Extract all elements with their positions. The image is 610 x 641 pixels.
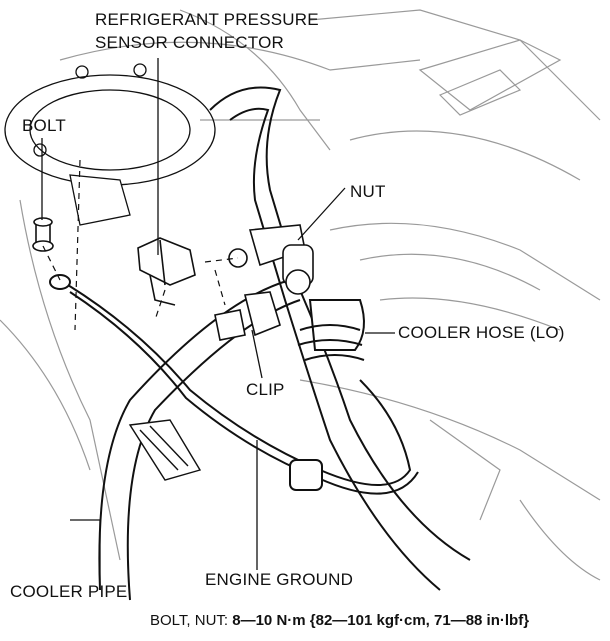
torque-spec-label: BOLT, NUT: [150, 612, 229, 629]
label-nut: NUT [350, 182, 386, 201]
label-bolt: BOLT [22, 116, 66, 135]
cooler-hose-lo [209, 86, 471, 591]
nut-bracket [228, 224, 314, 295]
alignment-lines [42, 159, 239, 331]
sensor-connector [137, 237, 196, 306]
clip-part [214, 291, 281, 341]
torque-spec: BOLT, NUT: 8—10 N·m {82—101 kgf·cm, 71—8… [150, 612, 529, 629]
label-cooler-pipe: COOLER PIPE [10, 582, 128, 601]
label-engine-ground: ENGINE GROUND [205, 570, 354, 589]
strut-tower [4, 63, 216, 226]
label-clip: CLIP [246, 380, 285, 399]
label-cooler-hose: COOLER HOSE (LO) [398, 323, 565, 342]
background-structure [0, 9, 601, 581]
torque-spec-value: 8—10 N·m {82—101 kgf·cm, 71—88 in·lbf} [232, 612, 530, 629]
label-refrigerant-line2: SENSOR CONNECTOR [95, 33, 284, 52]
label-refrigerant-line1: REFRIGERANT PRESSURE [95, 10, 319, 29]
harness-block [128, 419, 202, 481]
leader-lines [41, 58, 395, 585]
engine-ground-cable [49, 274, 419, 495]
